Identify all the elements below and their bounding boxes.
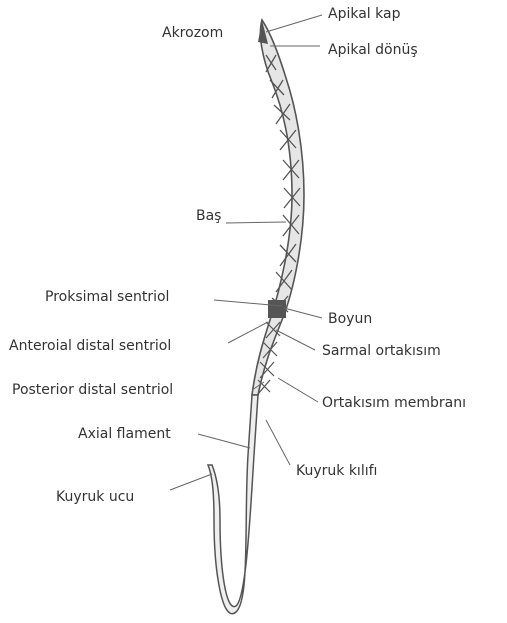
sperm-head-outline	[252, 20, 304, 395]
label-anteroial-distal-sentriol: Anteroial distal sentriol	[9, 338, 171, 354]
label-kuyruk-kilifi: Kuyruk kılıfı	[296, 463, 377, 479]
label-ortakisim-membrani: Ortakısım membranı	[322, 395, 466, 411]
tail	[208, 395, 258, 614]
label-akrozom: Akrozom	[162, 25, 223, 41]
label-apikal-donus: Apikal dönüş	[328, 42, 418, 58]
label-sarmal-ortakisim: Sarmal ortakısım	[322, 343, 441, 359]
label-kuyruk-ucu: Kuyruk ucu	[56, 489, 134, 505]
label-posterior-distal-sentriol: Posterior distal sentriol	[12, 382, 173, 398]
neck-block	[268, 300, 286, 318]
label-apikal-kap: Apikal kap	[328, 6, 400, 22]
label-boyun: Boyun	[328, 311, 372, 327]
label-proksimal-sentriol: Proksimal sentriol	[45, 289, 169, 305]
label-bas: Baş	[196, 208, 221, 224]
label-axial-flament: Axial flament	[78, 426, 171, 442]
